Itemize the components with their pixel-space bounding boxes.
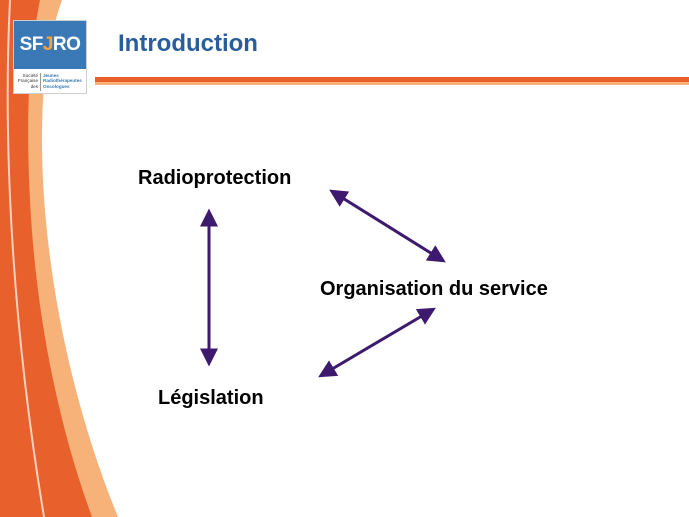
logo-mark: SFJRO [14, 21, 86, 69]
arrow-organisation-legislation [318, 307, 436, 378]
node-organisation-du-service: Organisation du service [320, 278, 548, 300]
arrow-radioprotection-organisation [329, 189, 446, 263]
sfjro-logo: SFJRO Société Française des Jeunes Radio… [13, 20, 87, 94]
header-rule-bottom [95, 82, 689, 85]
logo-subtitle-right: Jeunes Radiothérapeutes Oncologues [43, 73, 82, 89]
header-rule-top [95, 77, 689, 82]
logo-subtitle-left: Société Française des [16, 73, 41, 91]
swoosh-white-line [6, 0, 45, 517]
node-legislation: Législation [158, 387, 264, 409]
swoosh-main-band [0, 0, 92, 517]
node-radioprotection: Radioprotection [138, 167, 292, 189]
logo-subtitle: Société Française des Jeunes Radiothérap… [16, 73, 84, 91]
slide-title: Introduction [118, 30, 258, 57]
